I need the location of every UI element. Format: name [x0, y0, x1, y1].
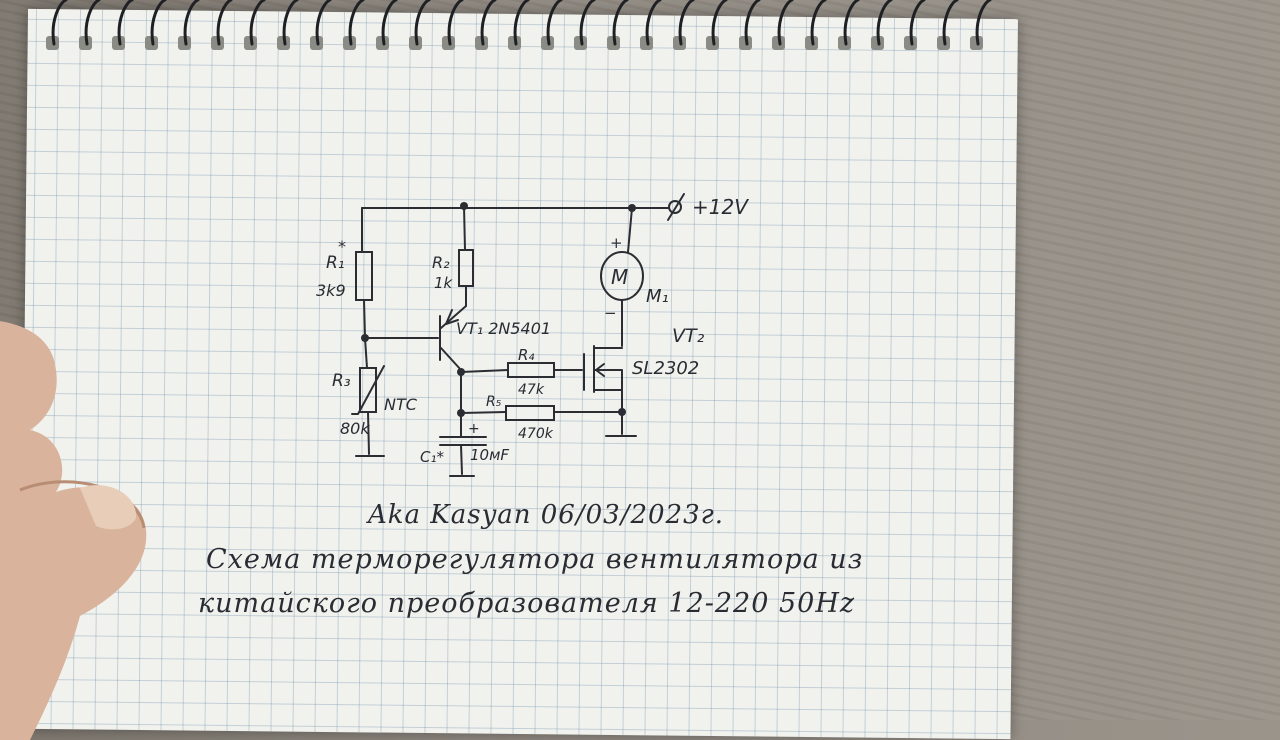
r1-resistor: [355, 251, 373, 301]
spiral-coil: [216, 0, 233, 46]
hand-holding-notebook: [0, 321, 147, 740]
spiral-coil: [909, 0, 926, 46]
r3-bottom-wire: [367, 411, 370, 455]
motor-plus: +: [610, 234, 623, 252]
spiral-coil: [51, 0, 68, 46]
r4-resistor: [507, 362, 555, 378]
r3-label: R₃: [332, 371, 351, 391]
c1-plus: +: [468, 421, 480, 437]
spiral-coil: [117, 0, 134, 46]
ntc-slash: [351, 365, 385, 415]
r1-bottom-wire: [363, 299, 366, 339]
r5-resistor: [505, 405, 555, 421]
vt1-label: VT₁ 2N5401: [456, 319, 551, 338]
motor-label: M₁: [646, 286, 669, 307]
spiral-coil: [480, 0, 497, 46]
vt2-label: VT₂: [672, 325, 705, 347]
motor-minus: −: [604, 304, 617, 322]
r5-left-wire: [460, 411, 507, 414]
spiral-coil: [84, 0, 101, 46]
c1-value: 10мF: [470, 446, 509, 464]
caption-author-date: Aka Kasyan 06/03/2023г.: [368, 500, 725, 530]
caption-title-line2: китайского преобразователя 12-220 50Hz: [198, 588, 856, 619]
vt1-collector: [440, 347, 462, 371]
spiral-binding: [46, 0, 992, 50]
caption-title-line1: Схема терморегулятора вентилятора из: [206, 544, 864, 575]
spiral-coil: [942, 0, 959, 46]
spiral-coil: [579, 0, 596, 46]
vt1-emitter-arrow: [445, 309, 459, 325]
r4-label: R₄: [518, 346, 534, 364]
spiral-coil: [975, 0, 992, 46]
spiral-coil: [183, 0, 200, 46]
r1-label: R₁: [326, 253, 345, 273]
supply-label: +12V: [692, 195, 749, 219]
vt2-source: [593, 389, 623, 435]
ntc-label: NTC: [384, 395, 418, 414]
motor-top-wire: [627, 207, 633, 253]
r3-value: 80k: [340, 419, 370, 438]
spiral-coil: [876, 0, 893, 46]
c1-bottom-wire: [460, 444, 463, 475]
spiral-coil: [777, 0, 794, 46]
vt2-arrow: [595, 363, 605, 377]
c1-label: C₁*: [420, 448, 444, 466]
r4-value: 47k: [518, 382, 545, 398]
supply-terminal: [668, 200, 682, 214]
vt2-mid: [593, 369, 623, 391]
spiral-coil: [315, 0, 332, 46]
spiral-coil: [348, 0, 365, 46]
r1-star: *: [338, 237, 346, 256]
spiral-coil: [744, 0, 761, 46]
spiral-coil: [645, 0, 662, 46]
spiral-coil: [678, 0, 695, 46]
r1-value: 3k9: [316, 281, 346, 300]
vt2-part: SL2302: [632, 358, 699, 379]
r5-value: 470k: [518, 426, 554, 442]
r2-value: 1k: [434, 274, 454, 292]
r4-left-wire: [460, 369, 509, 373]
spiral-coil: [711, 0, 728, 46]
spiral-coil: [810, 0, 827, 46]
spiral-coil: [282, 0, 299, 46]
supply-terminal-slash: [667, 193, 685, 221]
spiral-coil: [150, 0, 167, 46]
r2-label: R₂: [432, 253, 450, 272]
spiral-coil: [249, 0, 266, 46]
spiral-coil: [546, 0, 563, 46]
spiral-coil: [513, 0, 530, 46]
r3-top-wire: [364, 337, 368, 369]
r2-top-wire: [463, 205, 466, 251]
spiral-coil: [414, 0, 431, 46]
circuit-diagram: +12V R₁ * 3k9 R₃ NTC 80k R₂ 1k VT₁ 2N540…: [316, 193, 749, 477]
spiral-coil: [447, 0, 464, 46]
r5-label: R₅: [486, 394, 502, 410]
spiral-coil: [612, 0, 629, 46]
spiral-coil: [843, 0, 860, 46]
spiral-coil: [381, 0, 398, 46]
motor-letter: M: [611, 265, 628, 289]
r2-resistor: [458, 249, 474, 287]
